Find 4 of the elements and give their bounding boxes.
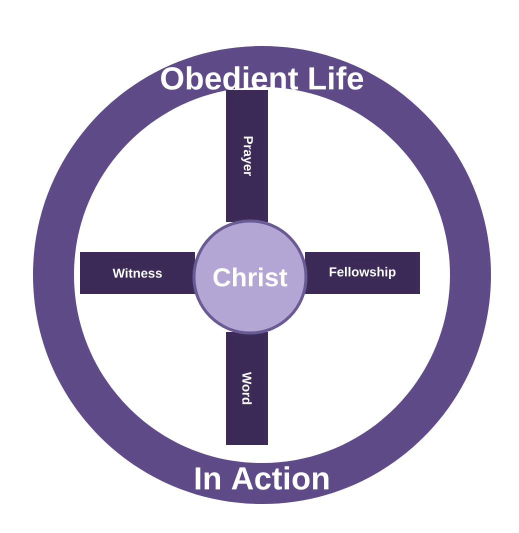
spoke-bar: Prayer	[226, 90, 268, 222]
spoke-bar: Fellowship	[305, 252, 420, 294]
spoke-bar: Witness	[80, 252, 195, 294]
spoke-bar: Word	[226, 332, 268, 445]
